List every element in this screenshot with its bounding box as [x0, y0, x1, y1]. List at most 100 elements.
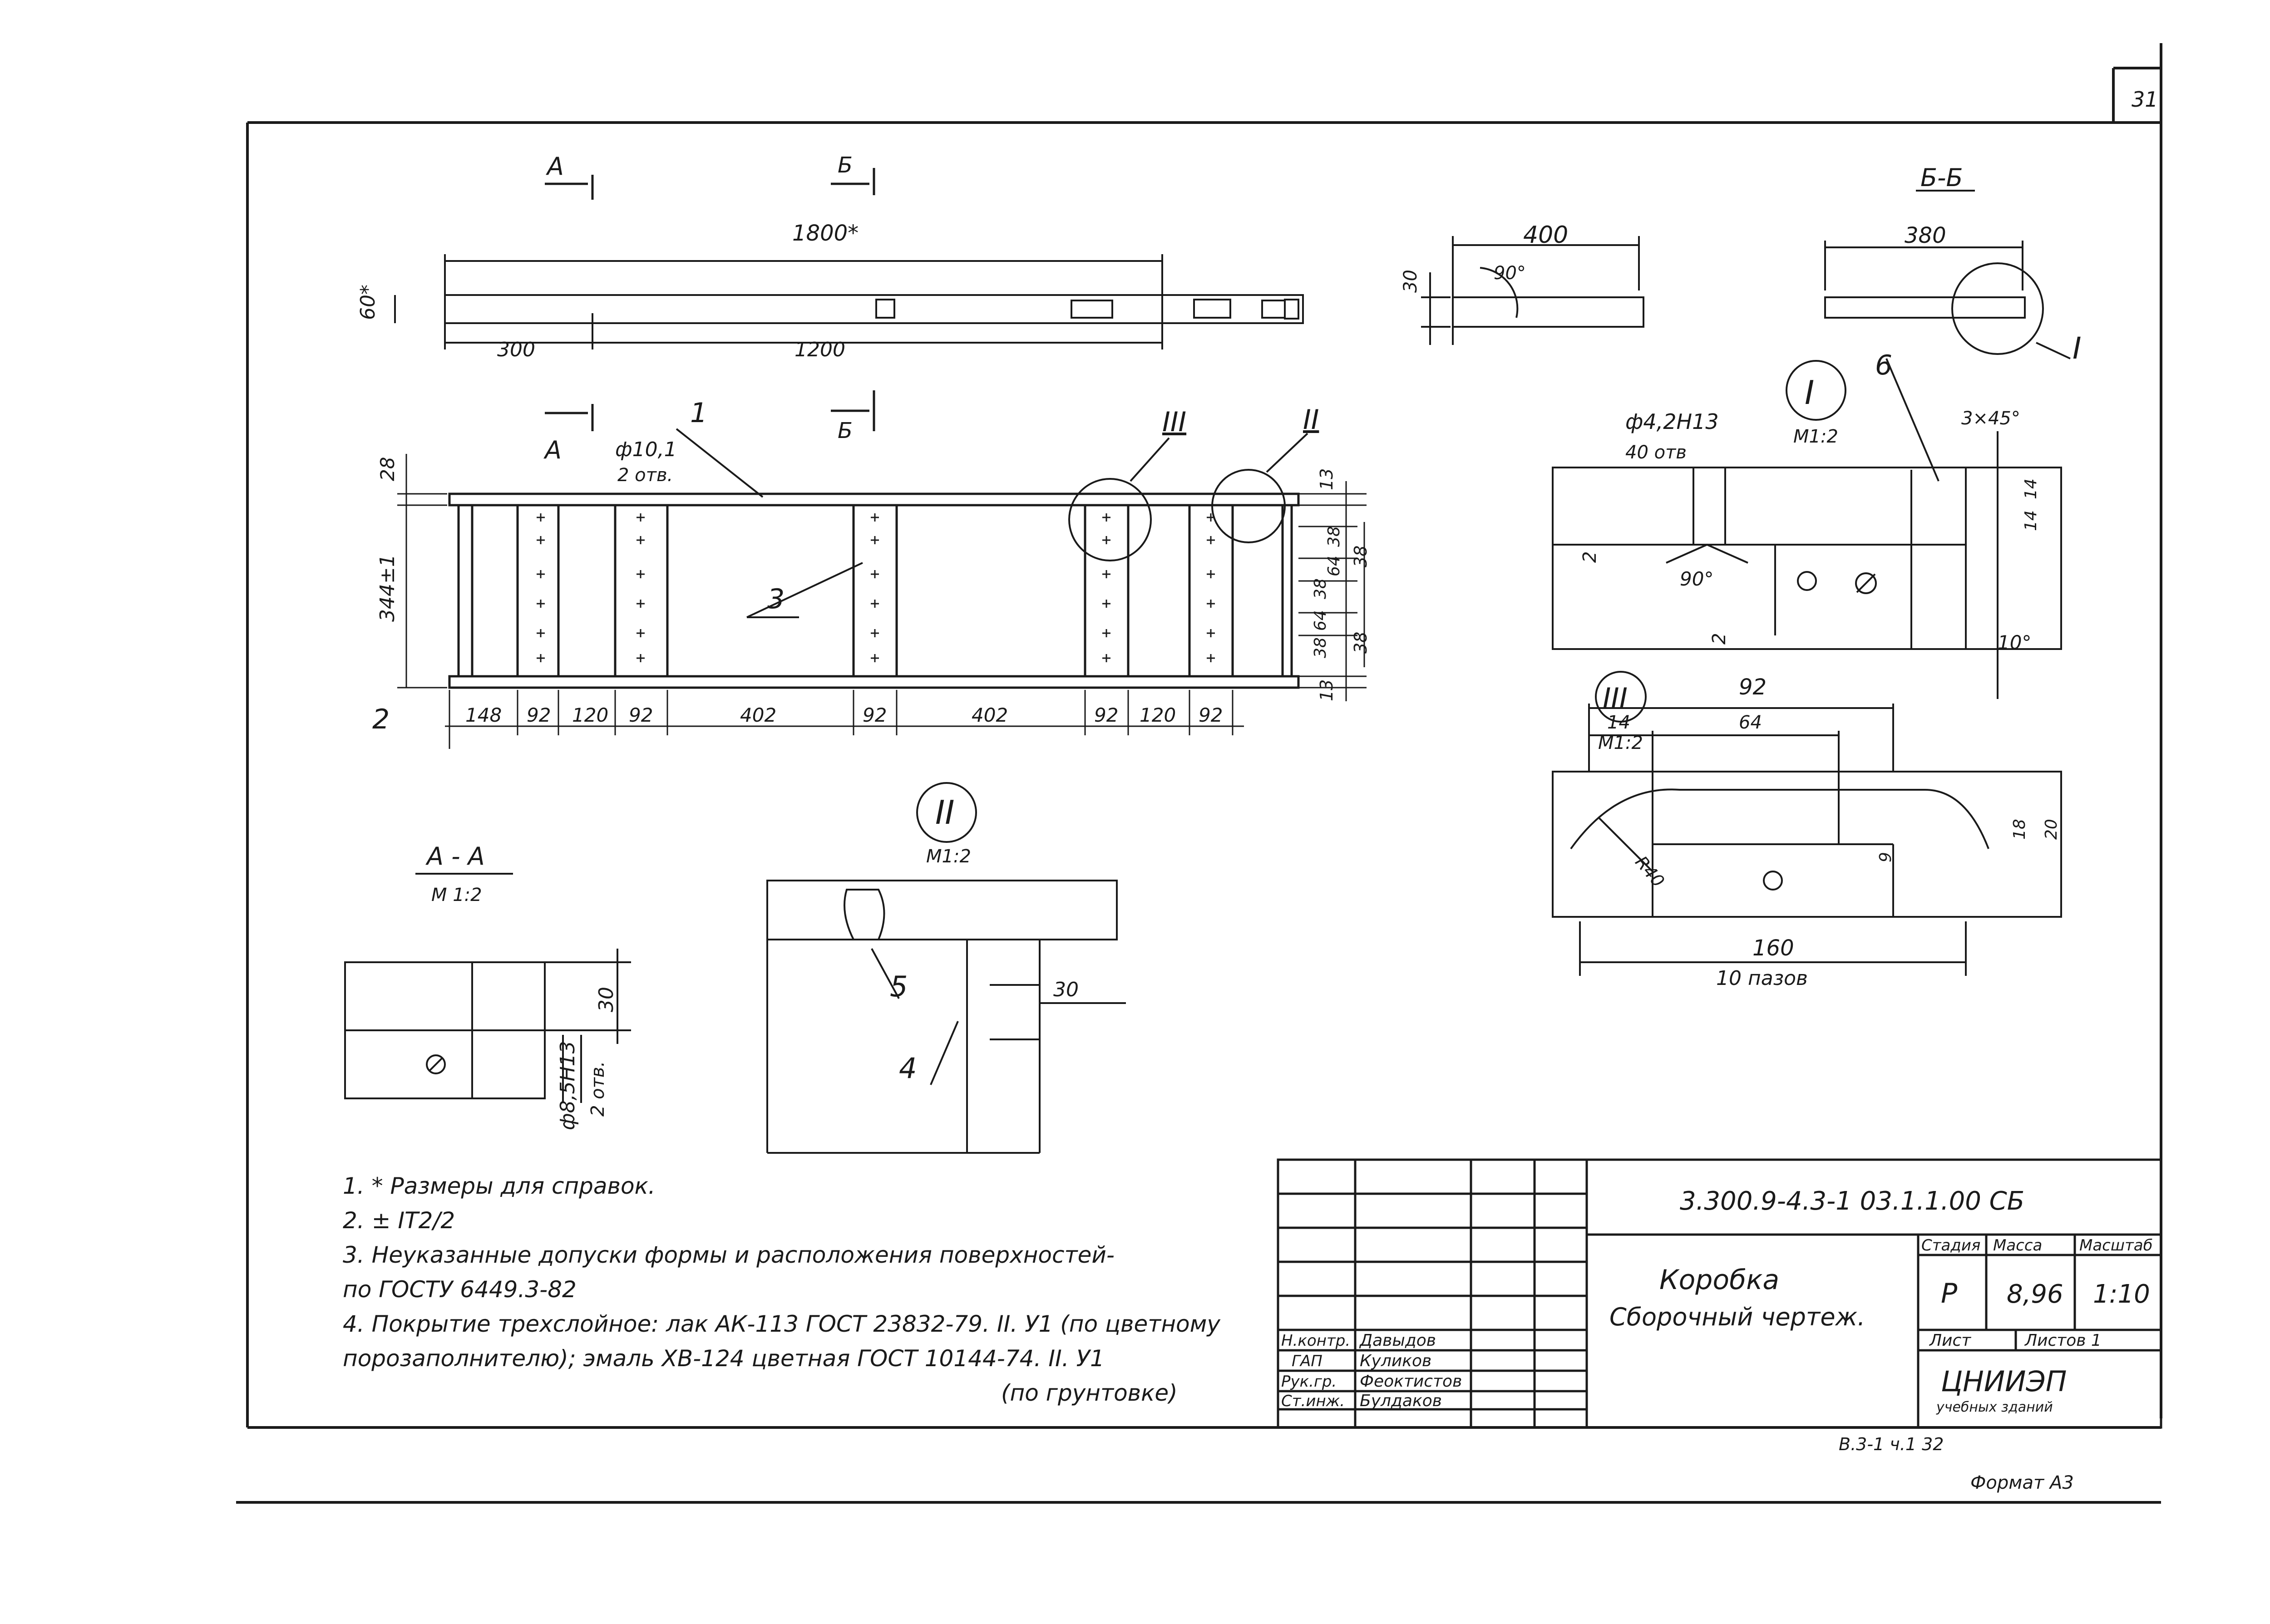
callout-1: 1 [690, 397, 707, 429]
right-dims-text: 13 38 64 38 64 38 13 38 38 [1311, 468, 1371, 701]
page-number: 31 [2132, 87, 2158, 112]
node-II-dim-30: 30 [1053, 978, 1079, 1001]
section-bb-node: I [2073, 331, 2081, 366]
bottom-dimension-line [445, 690, 1244, 749]
right-dim: 38 [1311, 578, 1330, 599]
node-III-dim-64: 64 [1739, 712, 1762, 733]
node-I-dim-2a: 2 [1579, 551, 1600, 563]
format-label: Формат А3 [1970, 1472, 2074, 1493]
node-III-radius: R40 [1631, 852, 1668, 891]
section-aa-count: 2 отв. [587, 1061, 608, 1117]
callout-2: 2 [372, 704, 390, 735]
bottom-dim: 120 [1140, 704, 1176, 726]
bottom-dim: 92 [1094, 704, 1118, 726]
node-I-angle: 90° [1680, 568, 1713, 590]
sig-role: Н.контр. [1281, 1332, 1350, 1350]
dim-overall-length: 1800* [792, 221, 859, 246]
node-I-scale: М1:2 [1793, 426, 1838, 447]
node-III-scale: М1:2 [1598, 733, 1643, 753]
bottom-dim: 92 [1199, 704, 1223, 726]
title-block [1277, 1158, 2162, 1429]
node-I-label: I [1805, 374, 1814, 412]
node-III-dim-92: 92 [1739, 674, 1767, 700]
node-III-detail [1552, 671, 2062, 976]
designation: 3.300.9-4.3-1 03.1.1.00 СБ [1680, 1186, 2024, 1216]
sheets-label: Листов 1 [2024, 1331, 2102, 1350]
node-I-detail [1552, 358, 2062, 699]
right-dimension-lines [1298, 481, 1367, 701]
side-width: 400 [1523, 221, 1568, 249]
mass-header: Масса [1993, 1236, 2042, 1255]
note-line: (по грунтовке) [1001, 1380, 1178, 1406]
right-outer-dim: 38 [1351, 632, 1371, 654]
section-b-label-top: Б [838, 153, 853, 178]
hole-label-main: ф10,1 [615, 438, 677, 461]
section-bb-width: 380 [1905, 223, 1946, 248]
node-III-dim-18: 18 [2010, 819, 2029, 840]
note-line: 1. * Размеры для справок. [343, 1173, 656, 1199]
bottom-dims-text: 148 92 120 92 402 92 402 92 120 92 [465, 704, 1223, 726]
node-II-callout-4: 4 [899, 1052, 917, 1085]
node-I-chamfer: 3×45° [1961, 408, 2020, 429]
bottom-code: В.3-1 ч.1 32 [1839, 1434, 1944, 1454]
main-frame-view [448, 492, 1300, 689]
side-angle: 90° [1494, 263, 1526, 284]
node-III-label: III [1603, 682, 1628, 715]
section-aa-hole: ф8,5Н13 [556, 1041, 579, 1130]
sig-name: Булдаков [1360, 1392, 1442, 1410]
node-III-dim-160: 160 [1752, 935, 1794, 961]
mass-value: 8,96 [2007, 1280, 2063, 1309]
note-line: 4. Покрытие трехслойное: лак АК-113 ГОСТ… [343, 1311, 1220, 1337]
dim-1200: 1200 [794, 338, 845, 361]
sig-role: ГАП [1292, 1352, 1323, 1370]
right-dim: 64 [1311, 610, 1330, 631]
org-name: ЦНИИЭП [1941, 1365, 2067, 1398]
node-II-label: II [935, 793, 954, 832]
bottom-dim: 402 [972, 704, 1008, 726]
name-line2: Сборочный чертеж. [1609, 1303, 1865, 1331]
node-I-callout-6: 6 [1875, 349, 1892, 381]
node-I-count: 40 отв [1625, 442, 1687, 463]
bottom-dim: 92 [629, 704, 653, 726]
section-markers-top [545, 168, 875, 431]
dim-height-main: 344±1 [376, 554, 399, 622]
right-dim: 38 [1311, 637, 1330, 658]
node-circles-main [1068, 469, 1286, 561]
dim-300: 300 [497, 338, 535, 361]
node-II-scale: М1:2 [926, 846, 971, 867]
node-I-hole: ф4,2Н13 [1625, 409, 1719, 434]
sheet-label: Лист [1929, 1331, 1971, 1350]
section-aa-view [344, 873, 631, 1103]
bottom-dim: 92 [863, 704, 887, 726]
node-I-dim-14a: 14 [2022, 478, 2040, 499]
node-leaders-main [676, 428, 1308, 618]
note-line: по ГОСТУ 6449.3-82 [343, 1276, 577, 1303]
bottom-dim: 402 [740, 704, 776, 726]
node-I-angle2: 10° [1998, 631, 2031, 654]
note-line: порозаполнителю); эмаль ХВ-124 цветная Г… [343, 1345, 1105, 1372]
section-b-label-mid: Б [838, 418, 853, 443]
bottom-dim: 148 [465, 704, 502, 726]
node-III-dim-9: 9 [1876, 852, 1895, 862]
name-line1: Коробка [1659, 1264, 1779, 1296]
node-III-dim-14: 14 [1607, 712, 1630, 733]
sig-role: Рук.гр. [1281, 1373, 1337, 1391]
top-strip-view [394, 254, 1304, 349]
right-dim: 38 [1325, 526, 1343, 547]
bottom-dim: 92 [527, 704, 551, 726]
note-line: 3. Неуказанные допуски формы и расположе… [343, 1242, 1115, 1268]
side-height: 30 [1400, 270, 1421, 293]
scale-value: 1:10 [2093, 1280, 2150, 1309]
node-III-grooves: 10 пазов [1716, 967, 1808, 990]
section-a-label-mid: А [543, 436, 562, 464]
sig-name: Куликов [1360, 1352, 1431, 1370]
right-dim: 13 [1317, 468, 1337, 490]
node-II-callout-5: 5 [890, 970, 908, 1003]
callout-3: 3 [767, 583, 785, 615]
section-aa-scale: М 1:2 [431, 885, 482, 906]
pin-marks [537, 513, 1215, 662]
right-dim: 64 [1325, 556, 1343, 576]
side-view [1421, 236, 1644, 345]
node-II-detail [766, 782, 1126, 1154]
